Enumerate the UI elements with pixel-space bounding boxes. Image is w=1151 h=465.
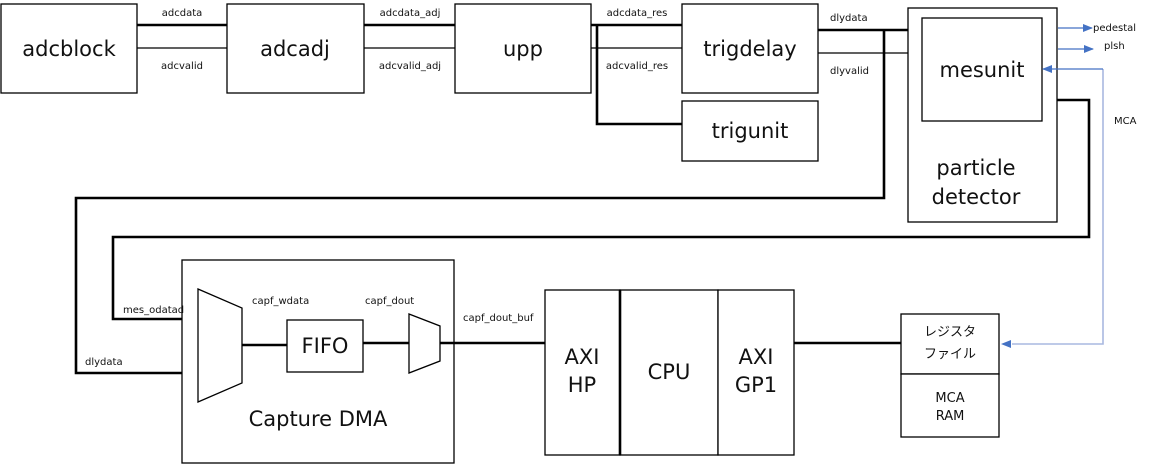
block-trigunit: [681, 100, 819, 162]
label-cpu: CPU: [648, 360, 691, 384]
label-trigunit: trigunit: [712, 119, 789, 143]
label-adcadj: adcadj: [260, 37, 330, 61]
label-fifo: FIFO: [302, 334, 349, 358]
wires-top: [74, 23, 1091, 375]
block-mca-ram: [900, 373, 1000, 438]
label-capture-dma: Capture DMA: [249, 407, 388, 431]
label-register-file-1: レジスタ: [924, 325, 976, 340]
block-register-file: [900, 313, 1000, 375]
label-axi-gp1-2: GP1: [735, 373, 777, 397]
signal-mes-odatad: mes_odatad: [123, 305, 184, 316]
arrow-mca-to-regfile: [1001, 340, 1011, 348]
label-axi-hp-2: HP: [568, 373, 596, 397]
signal-capf-dout: capf_dout: [365, 296, 414, 307]
wire-mes-odatad: [111, 98, 1091, 321]
signal-mca: MCA: [1114, 116, 1137, 127]
label-axi-gp1-1: AXI: [739, 345, 774, 369]
signal-dlydata-dma: dlydata: [85, 357, 123, 368]
label-detector: detector: [932, 185, 1021, 209]
signal-dlyvalid: dlyvalid: [830, 66, 869, 77]
label-register-file-2: ファイル: [924, 347, 976, 362]
signal-adcvalid: adcvalid: [161, 61, 203, 72]
label-axi-hp-1: AXI: [565, 345, 600, 369]
label-upp: upp: [503, 37, 543, 61]
block-cpu: [619, 289, 719, 456]
signal-adcvalid-res: adcvalid_res: [606, 61, 668, 72]
signal-pedestal: pedestal: [1093, 23, 1136, 34]
label-trigdelay: trigdelay: [703, 37, 796, 61]
block-adcadj: [226, 3, 365, 94]
block-adcblock: [0, 3, 138, 94]
signal-adcdata-res: adcdata_res: [607, 8, 668, 19]
block-mesunit: [921, 17, 1043, 122]
signal-dlydata: dlydata: [830, 13, 868, 24]
wire-dlydata-to-dma: [74, 30, 886, 375]
mux-input: [197, 288, 243, 403]
label-particle: particle: [936, 156, 1015, 180]
mca-line: [1012, 69, 1104, 345]
label-mesunit: mesunit: [939, 58, 1024, 82]
signal-capf-wdata: capf_wdata: [252, 296, 309, 307]
block-axi-hp: [544, 289, 621, 456]
block-fifo: [286, 319, 364, 373]
label-mca-ram-1: MCA: [935, 391, 964, 406]
signal-capf-dout-buf: capf_dout_buf: [463, 313, 534, 324]
block-axi-gp1: [717, 289, 795, 456]
label-adcblock: adcblock: [22, 37, 116, 61]
signal-adcdata-adj: adcdata_adj: [380, 8, 441, 19]
label-mca-ram-2: RAM: [936, 409, 965, 424]
wire-to-trigunit: [595, 25, 682, 126]
signal-plsh: plsh: [1104, 41, 1125, 52]
signal-adcdata: adcdata: [162, 8, 203, 19]
block-upp: [454, 3, 592, 94]
signal-adcvalid-adj: adcvalid_adj: [379, 61, 441, 72]
block-trigdelay: [681, 3, 819, 94]
buffer-output: [408, 313, 441, 374]
